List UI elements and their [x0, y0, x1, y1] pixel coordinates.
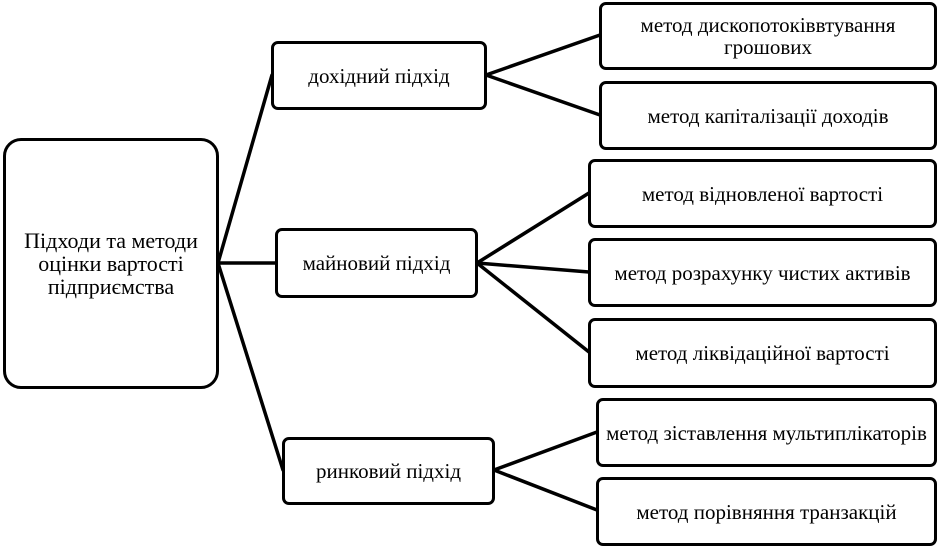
method-replacement-node: метод відновленої вартості	[588, 159, 937, 228]
connector-root-market	[216, 261, 285, 472]
method-liquidation-label: метод ліквідаційної вартості	[635, 341, 890, 365]
method-multiples-node: метод зіставлення мультиплікаторів	[596, 398, 937, 467]
method-transactions-node: метод порівняння транзакцій	[596, 477, 937, 546]
method-dcf-node: метод дископотоківвтування грошових	[599, 2, 937, 70]
approach-asset-node: майновий підхід	[275, 228, 478, 298]
approach-asset-label: майновий підхід	[302, 251, 451, 275]
connector-asset-netassets	[475, 261, 591, 274]
root-node: Підходи та методи оцінки вартості підпри…	[3, 138, 219, 389]
approach-market-node: ринковий підхід	[282, 437, 495, 505]
connector-asset-replacement	[475, 191, 591, 265]
method-replacement-label: метод відновленої вартості	[641, 181, 884, 206]
method-dcf-label: метод дископотоківвтування грошових	[640, 13, 896, 59]
connector-income-dcf	[484, 33, 602, 77]
method-net-assets-label: метод розрахунку чистих активів	[614, 260, 911, 285]
approach-market-label: ринковий підхід	[315, 459, 462, 483]
method-transactions-label: метод порівняння транзакцій	[636, 499, 897, 524]
method-multiples-label: метод зіставлення мультиплікаторів	[606, 420, 927, 445]
approach-income-label: дохідний підхід	[308, 63, 450, 88]
connector-asset-liquidation	[475, 261, 591, 354]
method-liquidation-node: метод ліквідаційної вартості	[588, 318, 937, 388]
connector-market-transactions	[492, 468, 599, 512]
approach-income-node: дохідний підхід	[271, 41, 487, 110]
connector-market-multiples	[492, 430, 599, 472]
root-label: Підходи та методи оцінки вартості підпри…	[24, 228, 198, 299]
method-capitalization-label: метод капіталізації доходів	[647, 103, 889, 128]
method-net-assets-node: метод розрахунку чистих активів	[588, 238, 937, 307]
method-capitalization-node: метод капіталізації доходів	[599, 81, 937, 150]
connector-root-income	[216, 73, 274, 265]
connector-income-cap	[484, 73, 602, 117]
